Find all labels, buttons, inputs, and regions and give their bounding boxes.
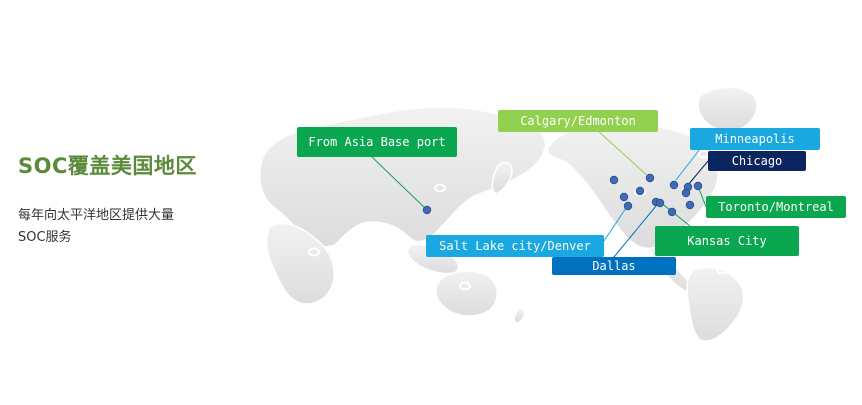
location-dot-3 — [645, 173, 655, 183]
location-dot-12 — [681, 188, 691, 198]
description-line-2: SOC服务 — [18, 230, 72, 245]
australia-landmass — [435, 270, 498, 317]
section-title: SOC覆盖美国地区 — [18, 154, 197, 178]
location-dot-9 — [669, 180, 679, 190]
africa-landmass — [266, 222, 335, 305]
location-dot-14 — [685, 200, 695, 210]
location-dot-4 — [635, 186, 645, 196]
location-dot-6 — [623, 201, 633, 211]
leader-dallas — [613, 205, 657, 258]
leader-chicago — [687, 160, 709, 186]
leader-minneapolis — [675, 148, 701, 181]
location-dots — [422, 173, 703, 217]
south-america-landmass — [686, 266, 745, 342]
leader-slc — [603, 204, 629, 242]
nz-landmass — [513, 307, 526, 324]
label-kansas-city: Kansas City — [655, 226, 799, 256]
description-line-1: 每年向太平洋地区提供大量 — [18, 208, 175, 223]
section-description: 每年向太平洋地区提供大量 SOC服务 — [18, 205, 218, 249]
label-asia-base-port: From Asia Base port — [297, 127, 457, 157]
label-calgary-edmonton: Calgary/Edmonton — [498, 110, 658, 132]
location-dot-11 — [693, 181, 703, 191]
location-dot-8 — [655, 198, 665, 208]
location-dot-5 — [619, 192, 629, 202]
location-dot-1 — [422, 205, 432, 215]
label-minneapolis: Minneapolis — [690, 128, 820, 150]
leader-asia — [371, 156, 428, 211]
leader-calgary — [597, 130, 651, 179]
label-chicago: Chicago — [708, 151, 806, 171]
japan-landmass — [491, 161, 513, 195]
label-toronto-montreal: Toronto/Montreal — [706, 196, 846, 218]
city-rings — [308, 149, 728, 291]
label-dallas: Dallas — [552, 257, 676, 275]
location-dot-13 — [667, 207, 677, 217]
label-salt-lake-denver: Salt Lake city/Denver — [426, 235, 604, 257]
location-dot-2 — [609, 175, 619, 185]
greenland-landmass — [697, 86, 758, 132]
